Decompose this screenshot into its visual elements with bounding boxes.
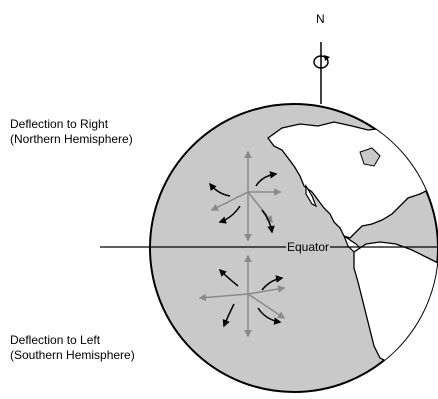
deflected-arrow xyxy=(218,268,239,287)
northern-deflection-arrows xyxy=(209,150,282,242)
northern-label-line2: (Northern Hemisphere) xyxy=(10,132,133,146)
deflected-arrow xyxy=(255,171,278,187)
deflected-arrow xyxy=(261,209,275,234)
deflected-arrow xyxy=(257,307,282,325)
north-america xyxy=(267,121,438,239)
rotation-arrow-icon xyxy=(313,55,330,69)
southern-deflection-arrows xyxy=(198,254,286,338)
deflected-arrow xyxy=(209,182,231,197)
northern-hemisphere-label: Deflection to Right (Northern Hemisphere… xyxy=(10,117,133,147)
initial-arrow xyxy=(210,191,249,211)
deflected-arrow xyxy=(222,303,235,328)
deflected-arrow xyxy=(261,275,284,291)
southern-hemisphere-label: Deflection to Left (Southern Hemisphere) xyxy=(10,333,135,363)
initial-arrow xyxy=(198,293,249,302)
initial-arrow xyxy=(247,191,273,224)
initial-arrow xyxy=(247,293,286,319)
initial-arrow xyxy=(247,285,286,295)
southern-label-line1: Deflection to Left xyxy=(10,333,101,347)
north-label: N xyxy=(316,12,325,26)
southern-label-line2: (Southern Hemisphere) xyxy=(10,348,135,362)
equator-label: Equator xyxy=(286,240,331,255)
northern-label-line1: Deflection to Right xyxy=(10,117,109,131)
deflected-arrow xyxy=(218,205,241,224)
